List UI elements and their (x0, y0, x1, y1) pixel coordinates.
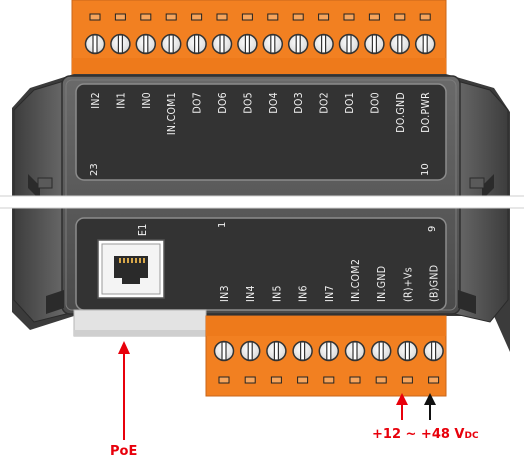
top-wire-slot (343, 13, 355, 21)
top-terminal-block (71, 0, 447, 81)
top-wire-slot (140, 13, 152, 21)
top-terminal-label: DO.GND (395, 92, 407, 133)
top-terminal-screw (338, 33, 360, 55)
bottom-terminal-label: IN3 (219, 285, 231, 302)
top-terminal-screw (84, 33, 106, 55)
top-terminal-label: IN2 (90, 92, 102, 109)
top-terminal-label: IN1 (115, 92, 127, 109)
bottom-terminal-labels: IN3 IN4 IN5 IN6 IN7 IN.COM2 IN.GND (R)+Vs (B)GND (219, 259, 441, 302)
top-terminal-screw (313, 33, 334, 55)
top-terminal-screw (262, 33, 284, 55)
pin-number-10: 10 (420, 163, 431, 176)
top-terminal-screw (160, 33, 182, 55)
bottom-terminal-screw (318, 340, 340, 362)
ethernet-port-label: E1 (137, 223, 149, 236)
top-terminal-label: DO4 (268, 92, 280, 114)
top-terminal-screw (237, 33, 258, 55)
top-terminal-label: DO2 (319, 92, 331, 114)
bottom-terminal-label: IN.GND (376, 266, 388, 302)
bottom-wire-slot (270, 376, 282, 384)
top-wire-slot (89, 13, 101, 21)
power-range: +12 ~ +48 V (372, 427, 465, 442)
top-wire-slot (114, 13, 126, 21)
top-wire-slot (368, 13, 380, 21)
top-terminal-screw (287, 33, 309, 55)
pin-number-23: 23 (89, 163, 100, 176)
top-terminal-label: DO.PWR (420, 92, 432, 133)
poe-arrow (118, 341, 130, 440)
top-terminal-screw (186, 33, 207, 55)
top-terminal-screw (414, 33, 436, 55)
bottom-terminal-screw (266, 340, 287, 362)
bottom-wire-slot (297, 376, 309, 384)
top-terminal-label: DO3 (293, 92, 305, 114)
top-wire-slot (191, 13, 203, 21)
top-terminal-screw (211, 33, 233, 55)
module-housing (0, 74, 524, 352)
top-terminal-label: DO1 (344, 92, 356, 114)
top-wire-slot (318, 13, 330, 21)
top-terminal-label: IN0 (141, 92, 153, 109)
bottom-wire-slot (244, 376, 256, 384)
power-unit: DC (465, 431, 479, 441)
top-wire-slot (394, 13, 406, 21)
top-wire-slot (241, 13, 253, 21)
top-wire-slot (216, 13, 228, 21)
top-terminal-label: DO0 (369, 92, 381, 114)
bottom-terminal-label: IN7 (324, 285, 336, 302)
ethernet-port (97, 239, 165, 299)
bottom-wire-slot (375, 376, 387, 384)
top-terminal-screw (364, 33, 385, 55)
bottom-terminal-label: IN.COM2 (350, 259, 362, 302)
bottom-wire-slot (218, 376, 230, 384)
bottom-terminal-screw (292, 340, 313, 362)
power-label: +12 ~ +48 VDC (372, 427, 479, 442)
top-wire-slot (419, 13, 431, 21)
power-ground-arrow (424, 393, 436, 420)
pin-number-9: 9 (427, 226, 438, 232)
bottom-terminal-screw (370, 340, 392, 362)
bottom-terminal-block (205, 315, 447, 397)
bottom-terminal-label: (B)GND (429, 265, 441, 302)
bottom-wire-slot (428, 376, 440, 384)
bottom-terminal-label: IN5 (271, 285, 283, 302)
top-terminal-label: DO5 (242, 92, 254, 114)
bottom-terminal-screw (397, 340, 418, 362)
bottom-wire-slot (323, 376, 335, 384)
top-terminal-screw (389, 33, 411, 55)
top-wire-slot (292, 13, 304, 21)
top-terminal-label: DO7 (192, 92, 204, 114)
top-terminal-screw (110, 33, 131, 55)
bottom-terminal-label: (R)+Vs (402, 267, 414, 302)
bottom-terminal-label: IN6 (298, 285, 310, 302)
bottom-terminal-screw (423, 340, 444, 362)
pin-number-1: 1 (217, 222, 228, 228)
top-wire-slot (267, 13, 279, 21)
bottom-terminal-label: IN4 (245, 285, 257, 302)
top-terminal-labels: IN2 IN1 IN0 IN.COM1 DO7 DO6 DO5 DO4 DO3 DO2 DO1 DO0… (90, 92, 432, 135)
power-positive-arrow (396, 393, 408, 420)
poe-label: PoE (110, 444, 137, 459)
bottom-wire-slot (401, 376, 413, 384)
top-terminal-label: IN.COM1 (166, 92, 178, 135)
top-terminal-label: DO6 (217, 92, 229, 114)
bottom-terminal-screw (344, 340, 366, 362)
bottom-wire-slot (349, 376, 361, 384)
bottom-terminal-screw (239, 340, 261, 362)
top-terminal-screw (135, 33, 157, 55)
bottom-terminal-screw (213, 340, 235, 362)
top-wire-slot (165, 13, 177, 21)
